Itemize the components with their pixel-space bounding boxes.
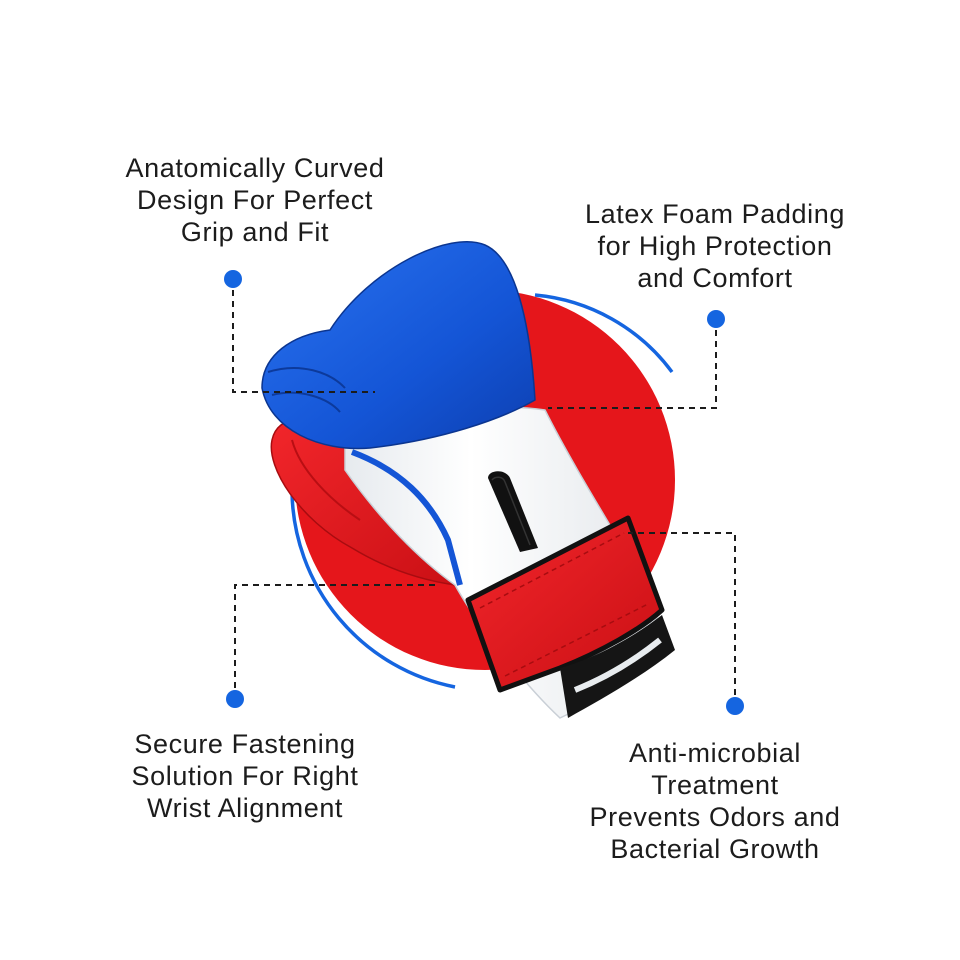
feature-label-line: and Comfort bbox=[637, 263, 793, 293]
feature-label-grip: Anatomically Curved Design For Perfect G… bbox=[80, 152, 430, 248]
boxing-glove-icon bbox=[261, 241, 675, 719]
callout-dot-icon bbox=[226, 690, 244, 708]
leader-line-bottom-right bbox=[628, 532, 736, 695]
leader-line-top-left bbox=[232, 290, 375, 393]
callout-dot-icon bbox=[726, 697, 744, 715]
feature-label-line: Prevents Odors and bbox=[589, 802, 841, 832]
feature-label-line: Anti-microbial bbox=[629, 738, 801, 768]
callout-dot-icon bbox=[224, 270, 242, 288]
feature-label-line: Treatment bbox=[651, 770, 779, 800]
feature-label-line: Bacterial Growth bbox=[610, 834, 820, 864]
feature-label-line: for High Protection bbox=[597, 231, 833, 261]
callout-dot-icon bbox=[707, 310, 725, 328]
feature-label-line: Wrist Alignment bbox=[146, 793, 344, 823]
feature-label-fastening: Secure Fastening Solution For Right Wris… bbox=[70, 728, 420, 824]
feature-label-line: Latex Foam Padding bbox=[585, 199, 845, 229]
feature-label-line: Anatomically Curved bbox=[125, 153, 385, 183]
feature-label-line: Solution For Right bbox=[131, 761, 359, 791]
feature-label-antimicrobial: Anti-microbial Treatment Prevents Odors … bbox=[540, 737, 890, 865]
feature-label-line: Design For Perfect bbox=[137, 185, 373, 215]
feature-label-line: Grip and Fit bbox=[180, 217, 330, 247]
feature-label-padding: Latex Foam Padding for High Protection a… bbox=[540, 198, 890, 294]
feature-label-line: Secure Fastening bbox=[134, 729, 356, 759]
leader-line-top-right bbox=[548, 330, 717, 409]
leader-line-bottom-left bbox=[234, 584, 435, 688]
